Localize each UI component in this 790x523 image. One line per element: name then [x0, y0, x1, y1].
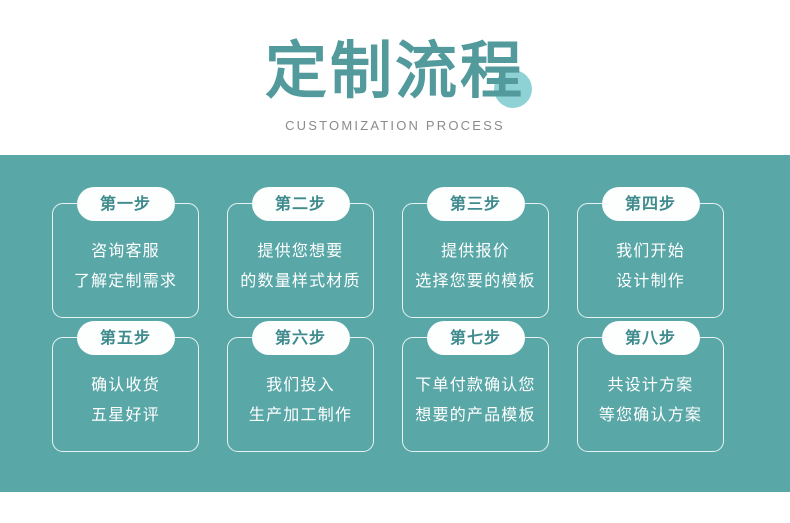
- step-line: 共设计方案: [607, 375, 694, 394]
- page-subtitle: CUSTOMIZATION PROCESS: [285, 118, 505, 133]
- step-badge: 第八步: [601, 321, 700, 355]
- footer-strip: [0, 492, 790, 523]
- step-badge: 第二步: [251, 187, 350, 221]
- step-line: 的数量样式材质: [240, 271, 361, 290]
- step-badge: 第七步: [426, 321, 525, 355]
- step-card-8[interactable]: 第八步 共设计方案 等您确认方案: [577, 321, 724, 452]
- step-text: 咨询客服 了解定制需求: [74, 236, 177, 296]
- title-block: 定制流程: [0, 38, 790, 108]
- step-badge: 第三步: [426, 187, 525, 221]
- step-line: 咨询客服: [91, 241, 160, 260]
- steps-panel: 第一步 咨询客服 了解定制需求 第二步 提供您想要 的数量样式材质 第三步: [0, 155, 790, 492]
- step-text: 提供报价 选择您要的模板: [415, 236, 535, 296]
- circle-dot-icon: [494, 70, 532, 108]
- step-line: 想要的产品模板: [415, 405, 536, 424]
- title-inner: 定制流程: [265, 38, 532, 108]
- step-badge: 第六步: [251, 321, 350, 355]
- step-card-3[interactable]: 第三步 提供报价 选择您要的模板: [402, 187, 549, 318]
- step-card-6[interactable]: 第六步 我们投入 生产加工制作: [227, 321, 374, 452]
- steps-row-1: 第一步 咨询客服 了解定制需求 第二步 提供您想要 的数量样式材质 第三步: [52, 187, 724, 318]
- step-line: 下单付款确认您: [415, 375, 536, 394]
- step-line: 了解定制需求: [73, 271, 178, 290]
- step-line: 生产加工制作: [248, 405, 353, 424]
- step-line: 选择您要的模板: [415, 271, 536, 290]
- step-line: 我们开始: [616, 241, 685, 260]
- step-line: 设计制作: [616, 271, 685, 290]
- step-text: 共设计方案 等您确认方案: [599, 370, 702, 430]
- step-badge: 第一步: [76, 187, 175, 221]
- step-card-2[interactable]: 第二步 提供您想要 的数量样式材质: [227, 187, 374, 318]
- step-line: 提供报价: [441, 241, 510, 260]
- steps-grid: 第一步 咨询客服 了解定制需求 第二步 提供您想要 的数量样式材质 第三步: [0, 155, 790, 492]
- step-text: 我们投入 生产加工制作: [249, 370, 352, 430]
- step-line: 我们投入: [266, 375, 335, 394]
- step-card-4[interactable]: 第四步 我们开始 设计制作: [577, 187, 724, 318]
- step-text: 提供您想要 的数量样式材质: [240, 236, 360, 296]
- steps-row-2: 第五步 确认收货 五星好评 第六步 我们投入 生产加工制作 第七步: [52, 321, 724, 452]
- step-card-7[interactable]: 第七步 下单付款确认您 想要的产品模板: [402, 321, 549, 452]
- step-text: 我们开始 设计制作: [616, 236, 685, 296]
- step-badge: 第四步: [601, 187, 700, 221]
- step-text: 确认收货 五星好评: [91, 370, 160, 430]
- header-section: 定制流程 CUSTOMIZATION PROCESS: [0, 0, 790, 155]
- step-line: 五星好评: [91, 405, 160, 424]
- step-line: 确认收货: [91, 375, 160, 394]
- step-line: 提供您想要: [257, 241, 344, 260]
- step-card-5[interactable]: 第五步 确认收货 五星好评: [52, 321, 199, 452]
- step-text: 下单付款确认您 想要的产品模板: [415, 370, 535, 430]
- step-badge: 第五步: [76, 321, 175, 355]
- step-card-1[interactable]: 第一步 咨询客服 了解定制需求: [52, 187, 199, 318]
- step-line: 等您确认方案: [598, 405, 703, 424]
- page-title: 定制流程: [264, 34, 525, 107]
